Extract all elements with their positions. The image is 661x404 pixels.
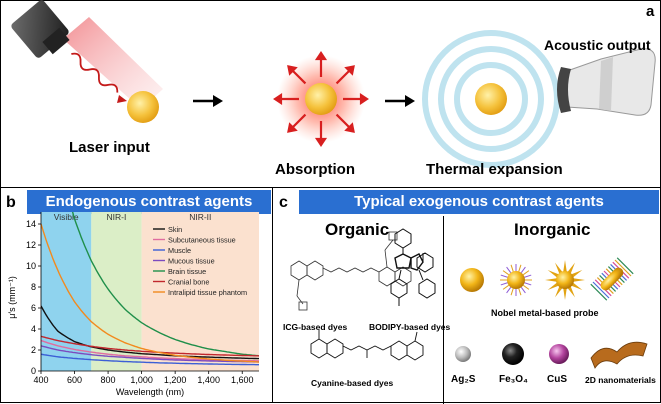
x-tick-label: 400 bbox=[33, 375, 48, 385]
acoustic-output-label: Acoustic output bbox=[544, 37, 651, 53]
absorption-label: Absorption bbox=[275, 161, 355, 178]
x-tick-label: 1,400 bbox=[197, 375, 220, 385]
series-line-5 bbox=[41, 335, 259, 357]
laser-device-icon bbox=[11, 0, 163, 109]
series-line-3 bbox=[41, 345, 259, 363]
series-line-0 bbox=[41, 305, 259, 360]
legend-entry: Muscle bbox=[168, 246, 191, 255]
thermal-waves-icon bbox=[422, 30, 560, 168]
y-tick-label: 14 bbox=[26, 219, 36, 229]
legend-entry: Intralipid tissue phantom bbox=[168, 288, 247, 297]
thermal-expansion-label: Thermal expansion bbox=[426, 161, 563, 178]
gold-nanosphere-icon bbox=[460, 268, 484, 292]
sphere-icon bbox=[475, 83, 507, 115]
gold-nanostar-icon bbox=[545, 260, 585, 300]
bodipy-label: BODIPY-based dyes bbox=[369, 322, 451, 332]
gold-nanorod-icon bbox=[590, 257, 634, 301]
x-tick-label: 1,000 bbox=[130, 375, 153, 385]
arrow-right-icon bbox=[385, 95, 415, 107]
2d-nanomaterials-label: 2D nanomaterials bbox=[585, 375, 656, 385]
series-line-6 bbox=[41, 223, 259, 363]
sphere-icon bbox=[127, 91, 159, 123]
x-tick-label: 600 bbox=[67, 375, 82, 385]
gold-nanocage-icon bbox=[500, 264, 532, 296]
y-tick-label: 10 bbox=[26, 261, 36, 271]
x-tick-label: 1,200 bbox=[164, 375, 187, 385]
absorption-icon bbox=[273, 51, 369, 147]
region-band-1 bbox=[91, 212, 142, 371]
ultrasound-transducer-icon bbox=[557, 48, 656, 116]
fe3o4-label: Fe₃O₄ bbox=[499, 374, 528, 385]
region-label: NIR-I bbox=[107, 212, 127, 222]
panel-a-art bbox=[11, 0, 656, 168]
icg-structure-icon bbox=[290, 231, 412, 311]
panel-c-art bbox=[290, 228, 648, 369]
legend-entry: Cranial bone bbox=[168, 277, 209, 286]
legend-entry: Skin bbox=[168, 225, 182, 234]
fe3o4-particle-icon bbox=[502, 343, 524, 365]
panel-b-banner: Endogenous contrast agents bbox=[27, 190, 271, 214]
region-label: Visible bbox=[54, 212, 79, 222]
panel-b: b Endogenous contrast agents Visible NIR-… bbox=[0, 187, 273, 403]
cus-label: CuS bbox=[547, 374, 567, 385]
organic-title: Organic bbox=[325, 220, 390, 239]
y-tick-label: 6 bbox=[31, 303, 36, 313]
series-line-4 bbox=[71, 212, 259, 357]
x-tick-label: 1,600 bbox=[231, 375, 254, 385]
column-divider bbox=[443, 216, 444, 404]
series-line-2 bbox=[41, 353, 259, 366]
panel-c: c Typical exogenous contrast agents Orga… bbox=[272, 187, 661, 404]
scattering-chart: Visible NIR-I NIR-II 0 2 4 6 8 10 12 14 400 600 800 1,… bbox=[7, 212, 259, 397]
ag2s-label: Ag₂S bbox=[451, 374, 476, 385]
panel-b-letter: b bbox=[6, 194, 16, 211]
panel-a-letter: a bbox=[646, 3, 655, 20]
y-axis-label: μ′s (mm⁻¹) bbox=[7, 276, 17, 319]
region-label: NIR-II bbox=[189, 212, 211, 222]
ag2s-particle-icon bbox=[455, 346, 471, 362]
legend-entry: Subcutaneous tissue bbox=[168, 235, 236, 244]
x-axis-label: Wavelength (nm) bbox=[116, 387, 184, 397]
panel-c-banner: Typical exogenous contrast agents bbox=[299, 190, 659, 214]
legend-entry: Brain tissue bbox=[168, 267, 206, 276]
x-tick-label: 800 bbox=[101, 375, 116, 385]
y-tick-label: 8 bbox=[31, 282, 36, 292]
y-tick-label: 2 bbox=[31, 345, 36, 355]
y-tick-label: 4 bbox=[31, 324, 36, 334]
y-tick-label: 0 bbox=[31, 366, 36, 376]
inorganic-title: Inorganic bbox=[514, 220, 591, 239]
cyanine-label: Cyanine-based dyes bbox=[311, 378, 394, 388]
icg-label: ICG-based dyes bbox=[283, 322, 348, 332]
noble-metal-label: Nobel metal-based probe bbox=[491, 308, 599, 318]
cyanine-structure-icon bbox=[310, 330, 424, 361]
bodipy-structure-icon bbox=[390, 228, 436, 306]
panel-a: a Laser input Absorption Thermal expansi… bbox=[0, 0, 661, 188]
nanosheet-icon bbox=[590, 341, 648, 369]
laser-input-label: Laser input bbox=[69, 139, 150, 156]
cus-particle-icon bbox=[549, 344, 569, 364]
legend-entry: Mucous tissue bbox=[168, 256, 215, 265]
y-tick-label: 12 bbox=[26, 240, 36, 250]
arrow-right-icon bbox=[193, 95, 223, 107]
panel-c-letter: c bbox=[279, 194, 288, 211]
